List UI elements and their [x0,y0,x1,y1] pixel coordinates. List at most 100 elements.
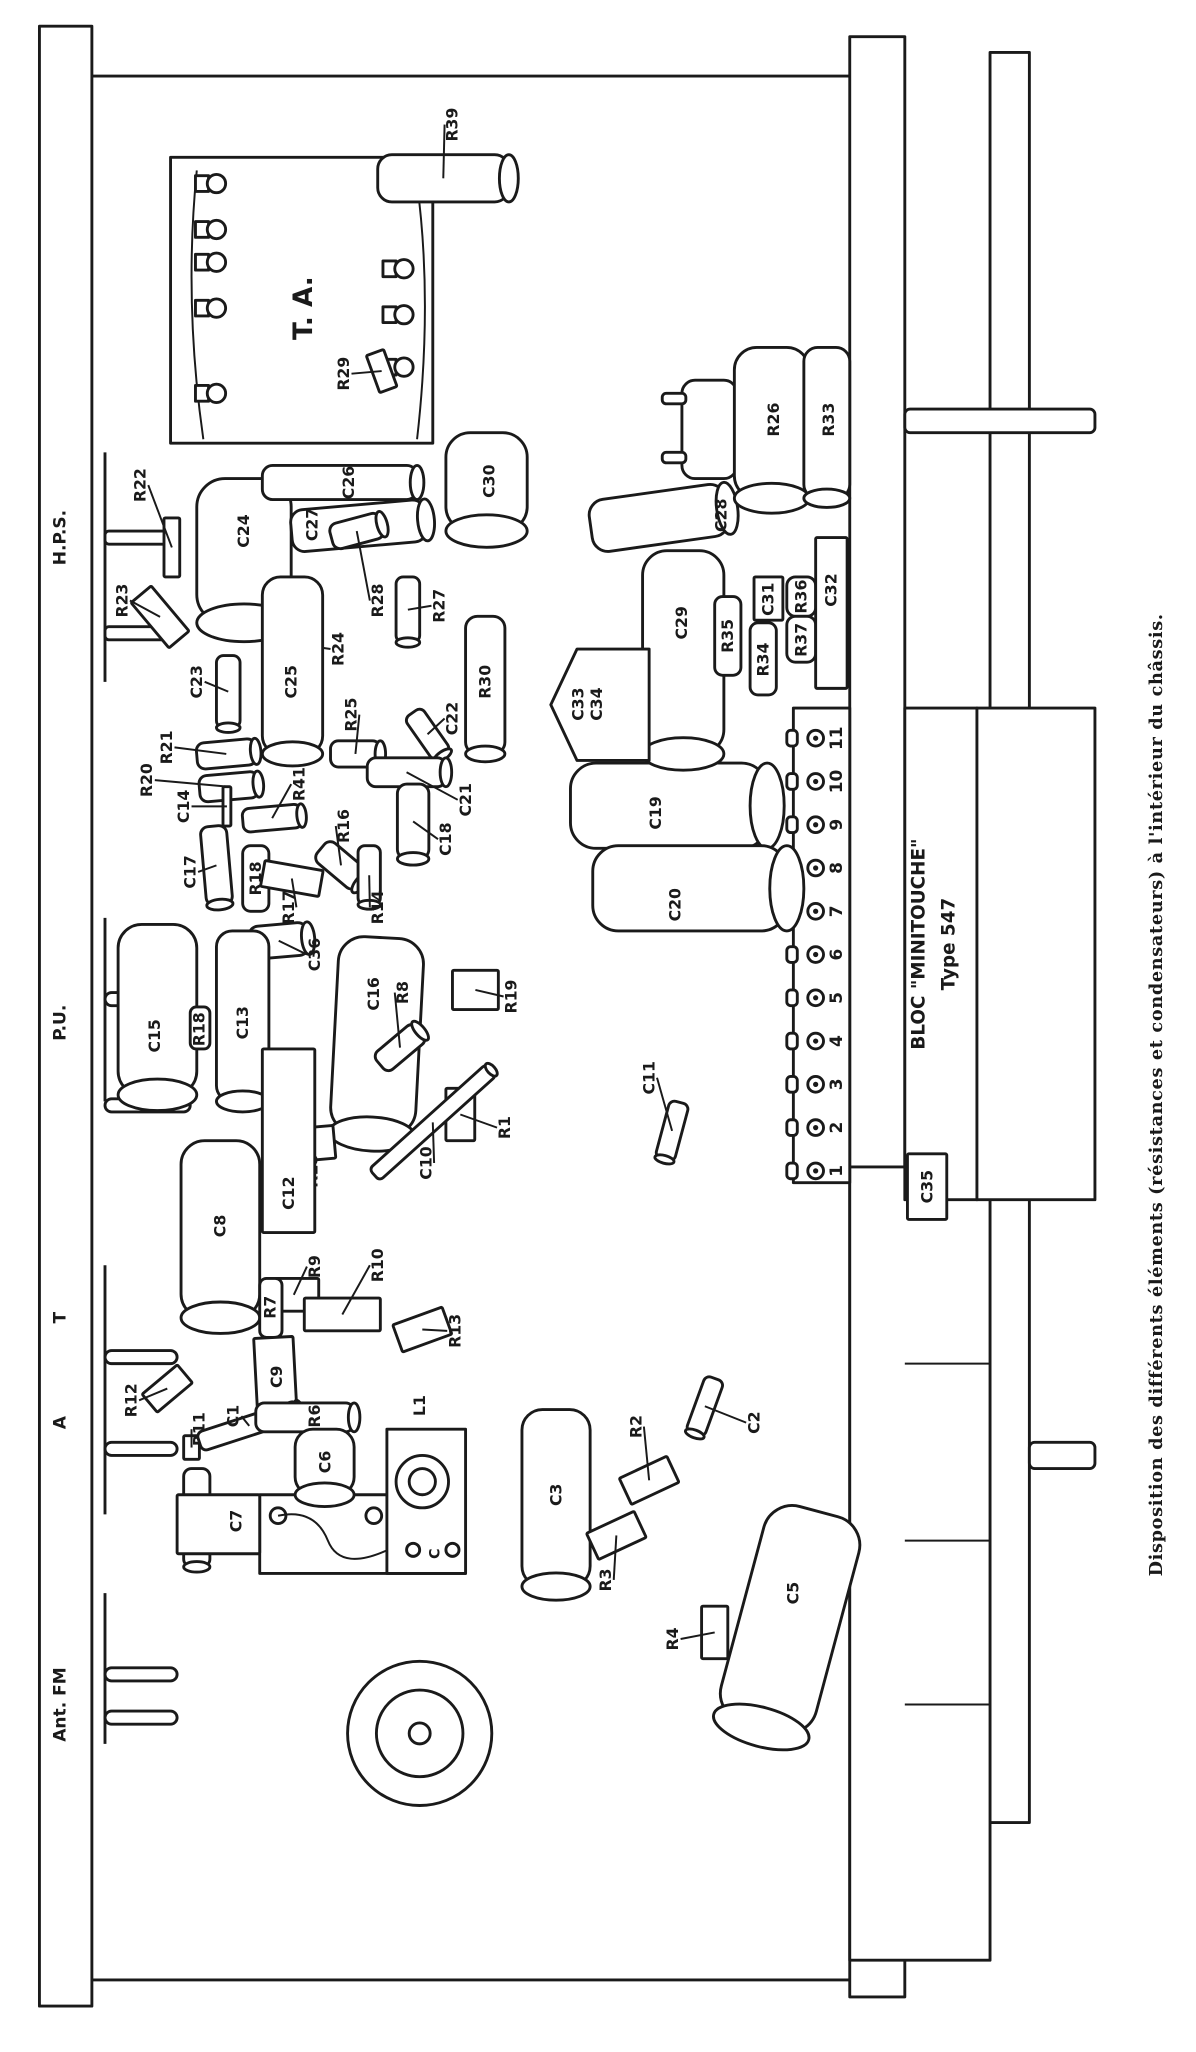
component-c20: C20 [591,844,806,933]
component-label: R14 [368,890,387,924]
component-label: R3 [596,1568,615,1591]
component-c12: C12 [260,1047,317,1234]
component-r27: R27 [394,575,449,649]
component-r30: R30 [464,614,507,764]
at-pins [103,1349,179,1457]
component-r8: R8 [373,981,430,1073]
component-c31: C31 [752,575,785,622]
component-label: R24 [329,632,348,666]
component-label: C22 [443,702,462,735]
pin-number: 6 [827,949,847,961]
component-label: R10 [368,1248,387,1282]
component-c22: C22 [404,702,462,765]
component-label: C10 [416,1146,435,1179]
component-label: R22 [131,468,150,502]
component-c26: C26 [260,464,426,502]
solder-lug [205,297,228,319]
connector-label: Ant. FM [51,1667,71,1741]
component-c7: C7 [175,1493,262,1556]
component-label: C25 [281,665,300,698]
component-label: R19 [502,980,521,1014]
pin-number: 2 [827,1122,847,1134]
component-label: R30 [475,665,494,699]
pin-number: 10 [827,769,847,793]
component-c23: C23 [187,654,242,734]
component-label: C29 [672,606,691,639]
component-r6: R6 [254,1401,362,1434]
component-label: R9 [305,1255,324,1278]
component-c19: C19 [569,761,786,850]
component-label: R13 [445,1314,464,1348]
coil-plate: C [258,1427,468,1575]
component-label: R16 [334,809,353,843]
component-label: R36 [791,580,810,614]
solder-lug [205,218,228,241]
component-label: C23 [187,665,206,698]
component-r41: R41 [240,767,308,834]
component-label: R23 [112,584,131,618]
component-l1: L1 [410,1395,429,1416]
component-r10: R10 [302,1248,387,1333]
component-label: C16 [364,977,383,1010]
component-label: R28 [368,584,387,618]
component-label: C5 [784,1582,803,1604]
component-c21: C21 [365,756,475,817]
component-label: C13 [233,1006,252,1039]
component-r3: R3 [585,1510,648,1591]
component-r29: R29 [334,348,399,394]
component-label: R20 [137,763,156,797]
component-label: C8 [211,1215,230,1237]
component-label: C21 [456,783,475,816]
component-c8: C8 [179,1139,262,1335]
component-r35: R35 [713,595,743,677]
component-c3: C3 [520,1408,592,1602]
component-r2: R2 [618,1415,681,1506]
component-label: C32 [822,573,841,606]
component-label: C31 [759,582,778,615]
pin-number: 5 [827,992,847,1004]
connector-label: P.U. [51,1005,71,1041]
component-r36: R36 [785,575,818,618]
component-c17: C17 [180,824,235,912]
solder-lug [205,172,228,195]
component-label: C34 [587,687,606,720]
component-label: C11 [639,1061,658,1094]
component-label: C3 [546,1484,565,1506]
component-label: R18 [190,1012,209,1046]
component-c30: C30 [444,431,529,549]
component-label: C2 [744,1411,763,1433]
component-label: C35 [917,1170,936,1203]
component-label: C6 [316,1451,335,1474]
component-r4: R4 [663,1604,730,1661]
component-label: C28 [711,499,730,532]
component-label: C1 [224,1405,243,1427]
component-c29: C29 [641,549,726,772]
component-r20: R20 [137,763,266,804]
component-r39: R39 [376,108,520,204]
component-c15: C15 [116,922,199,1113]
component-label: C7 [226,1510,245,1532]
component-label: R39 [443,108,462,142]
component-label: C33 [569,687,588,720]
output-transformer: T. A. [169,155,435,445]
component-label: L1 [410,1395,429,1416]
component-r12: R12 [121,1363,194,1417]
left-panel [37,24,94,2008]
pin-number: 11 [827,726,847,750]
component-label: R4 [663,1627,682,1650]
component-r13: R13 [391,1305,464,1354]
connector-label: T [51,1312,71,1324]
component-label: C24 [234,514,253,547]
component-label: R17 [279,890,298,924]
component-r23: R23 [112,584,190,649]
solder-lug [205,251,228,273]
component-r37: R37 [785,614,818,664]
component-label: R26 [764,403,783,437]
component-r18: R18 [188,1005,212,1051]
component-label: C18 [436,822,455,855]
shaft-upper [903,407,1097,435]
pin-number: 1 [827,1165,847,1177]
